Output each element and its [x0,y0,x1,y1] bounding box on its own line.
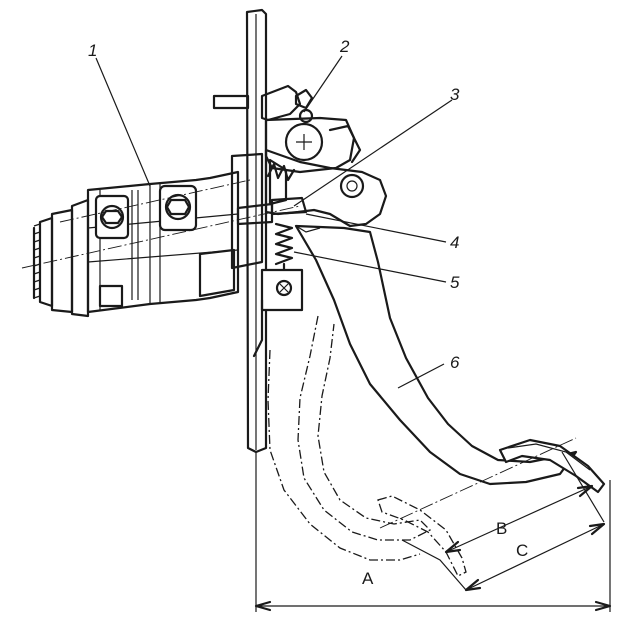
upper-fork-bracket [212,84,362,174]
dimension-lines [254,437,612,612]
pedal-arm-depressed-outline [267,315,467,577]
mounting-plate [245,8,268,454]
pedal-pad [498,438,606,494]
pedal-pivot-bracket [230,148,388,270]
callout-1: 1 [88,41,97,60]
cylinder-axis-line [21,205,301,269]
return-spring [252,222,304,358]
callout-2: 2 [339,37,350,56]
callout-3: 3 [450,85,460,104]
dimension-label-c: C [516,541,528,560]
callout-4: 4 [450,233,459,252]
cylinder-axis-line-2 [59,179,251,223]
dimension-label-a: A [362,569,374,588]
dimension-label-b: B [496,519,507,538]
leader-lines [95,55,453,389]
callout-5: 5 [450,273,460,292]
callout-6: 6 [450,353,460,372]
master-cylinder [32,170,240,318]
